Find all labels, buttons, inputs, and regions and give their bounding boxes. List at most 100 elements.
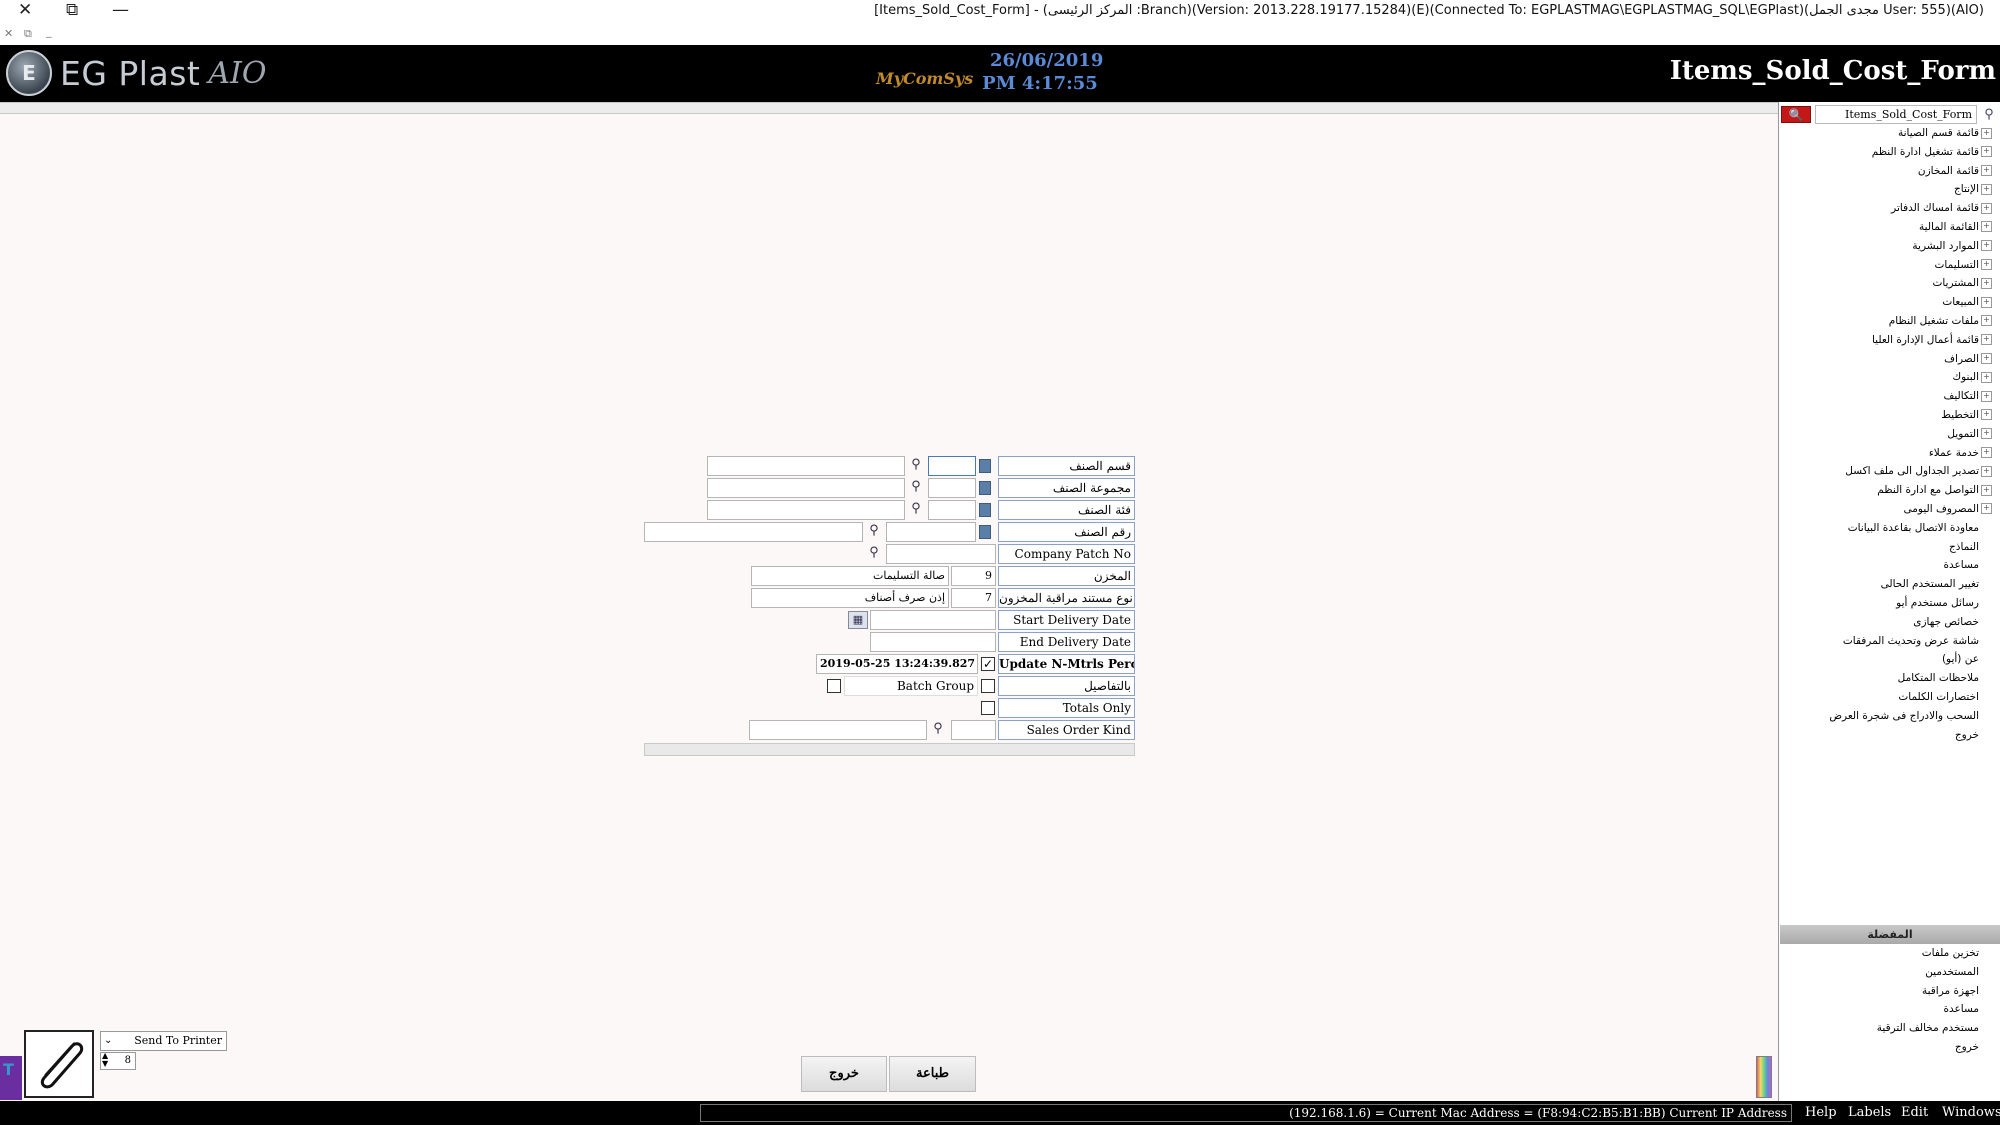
item-number-search-icon[interactable]: ⚲ xyxy=(869,523,879,538)
tree-item[interactable]: التواصل مع ادارة النظم+ xyxy=(1777,481,1992,500)
favorite-item[interactable]: خروج xyxy=(1777,1038,1992,1057)
restore-window-icon[interactable]: ⧉ xyxy=(66,0,79,20)
item-number-name-input[interactable] xyxy=(644,522,863,542)
theme-palette-icon[interactable] xyxy=(1756,1056,1772,1098)
item-section-name-input[interactable] xyxy=(707,456,905,476)
tree-item[interactable]: اختصارات الكلمات xyxy=(1777,688,1992,707)
item-category-search-icon[interactable]: ⚲ xyxy=(911,501,921,516)
mdi-minimize-icon[interactable]: _ xyxy=(46,25,52,38)
expand-icon[interactable]: + xyxy=(1981,390,1992,402)
expand-icon[interactable]: + xyxy=(1981,353,1992,365)
expand-icon[interactable]: + xyxy=(1981,334,1992,346)
company-patch-input[interactable] xyxy=(886,544,996,564)
favorite-item[interactable]: مساعدة xyxy=(1777,1000,1992,1019)
tree-item[interactable]: التكاليف+ xyxy=(1777,387,1992,406)
mdi-restore-icon[interactable]: ⧉ xyxy=(24,27,32,40)
item-category-name-input[interactable] xyxy=(707,500,905,520)
tree-item[interactable]: تغيير المستخدم الحالى xyxy=(1777,575,1992,594)
expand-icon[interactable]: + xyxy=(1981,315,1992,327)
mdi-close-icon[interactable]: ✕ xyxy=(4,27,14,40)
doc-type-name-input[interactable]: إذن صرف أصناف xyxy=(751,588,949,608)
favorite-item[interactable]: تخزين ملفات xyxy=(1777,944,1992,963)
expand-icon[interactable]: + xyxy=(1981,277,1992,289)
sales-order-kind-name-input[interactable] xyxy=(749,720,927,740)
expand-icon[interactable]: + xyxy=(1981,371,1992,383)
tree-item[interactable]: مساعدة xyxy=(1777,556,1992,575)
expand-icon[interactable]: + xyxy=(1981,296,1992,308)
expand-icon[interactable]: + xyxy=(1981,465,1992,477)
totals-only-checkbox[interactable] xyxy=(981,701,995,715)
tree-item[interactable]: التمويل+ xyxy=(1777,425,1992,444)
tree-item[interactable]: الموارد البشرية+ xyxy=(1777,237,1992,256)
tree-item[interactable]: المبيعات+ xyxy=(1777,293,1992,312)
copies-stepper[interactable]: ▲▼ 8 xyxy=(100,1052,136,1070)
batch-group-checkbox[interactable] xyxy=(827,679,841,693)
details-checkbox[interactable] xyxy=(981,679,995,693)
item-section-search-icon[interactable]: ⚲ xyxy=(911,457,921,472)
tree-item[interactable]: التخطيط+ xyxy=(1777,406,1992,425)
item-group-search-icon[interactable]: ⚲ xyxy=(911,479,921,494)
expand-icon[interactable]: + xyxy=(1981,428,1992,440)
item-group-name-input[interactable] xyxy=(707,478,905,498)
favorite-item[interactable]: مستخدم مخالف الترقية xyxy=(1777,1019,1992,1038)
tree-item[interactable]: قائمة امساك الدفاتر+ xyxy=(1777,199,1992,218)
expand-icon[interactable]: + xyxy=(1981,165,1992,177)
tree-item[interactable]: البنوك+ xyxy=(1777,368,1992,387)
tree-item[interactable]: عن (أيو) xyxy=(1777,650,1992,669)
tree-item[interactable]: الصراف+ xyxy=(1777,350,1992,369)
tree-item[interactable]: قائمة تشغيل ادارة النظم+ xyxy=(1777,143,1992,162)
expand-icon[interactable]: + xyxy=(1981,240,1992,252)
update-perct-checkbox[interactable]: ✓ xyxy=(981,657,995,671)
tree-item[interactable]: خصائص جهازى xyxy=(1777,613,1992,632)
store-code-input[interactable]: 9 xyxy=(951,566,996,586)
favorite-item[interactable]: اجهزة مراقبة xyxy=(1777,982,1992,1001)
item-number-code-input[interactable] xyxy=(886,522,976,542)
tree-item[interactable]: شاشة عرض وتحديث المرفقات xyxy=(1777,632,1992,651)
tree-item[interactable]: التسليمات+ xyxy=(1777,256,1992,275)
item-section-code-input[interactable] xyxy=(928,456,976,476)
tree-item[interactable]: تصدير الجداول الى ملف اكسل+ xyxy=(1777,462,1992,481)
sales-order-kind-search-icon[interactable]: ⚲ xyxy=(933,721,943,736)
expand-icon[interactable]: + xyxy=(1981,183,1992,195)
item-section-lookup-button[interactable] xyxy=(979,459,991,473)
tree-item[interactable]: النماذج xyxy=(1777,538,1992,557)
attachment-button[interactable] xyxy=(24,1030,94,1098)
expand-icon[interactable]: + xyxy=(1981,146,1992,158)
start-date-input[interactable] xyxy=(870,610,996,630)
tree-item[interactable]: خدمة عملاء+ xyxy=(1777,444,1992,463)
sidebar-search-input[interactable]: Items_Sold_Cost_Form xyxy=(1815,105,1977,124)
menu-help[interactable]: Help xyxy=(1805,1105,1837,1120)
stepper-arrows-icon[interactable]: ▲▼ xyxy=(102,1051,109,1068)
item-number-lookup-button[interactable] xyxy=(979,525,991,539)
tree-item[interactable]: المصروف اليومى+ xyxy=(1777,500,1992,519)
store-name-input[interactable]: صالة التسليمات xyxy=(751,566,949,586)
tree-item[interactable]: قائمة قسم الصيانة+ xyxy=(1777,124,1992,143)
expand-icon[interactable]: + xyxy=(1981,259,1992,271)
tree-item[interactable]: الإنتاج+ xyxy=(1777,180,1992,199)
favorite-item[interactable]: المستخدمين xyxy=(1777,963,1992,982)
tree-item[interactable]: قائمة المخازن+ xyxy=(1777,162,1992,181)
expand-icon[interactable]: + xyxy=(1981,127,1992,139)
menu-windows[interactable]: Windows xyxy=(1942,1105,2000,1120)
expand-icon[interactable]: + xyxy=(1981,221,1992,233)
exit-button[interactable]: خروج xyxy=(801,1056,887,1092)
doc-type-code-input[interactable]: 7 xyxy=(951,588,996,608)
item-group-code-input[interactable] xyxy=(928,478,976,498)
search-icon[interactable]: ⚲ xyxy=(1984,107,1994,122)
item-group-lookup-button[interactable] xyxy=(979,481,991,495)
expand-icon[interactable]: + xyxy=(1981,202,1992,214)
printer-select[interactable]: ⌄ Send To Printer xyxy=(100,1031,227,1051)
tree-item[interactable]: معاودة الاتصال بقاعدة البيانات xyxy=(1777,519,1992,538)
tree-item[interactable]: قائمة أعمال الإدارة العليا+ xyxy=(1777,331,1992,350)
company-patch-search-icon[interactable]: ⚲ xyxy=(869,545,879,560)
tree-item[interactable]: ملاحظات المتكامل xyxy=(1777,669,1992,688)
sales-order-kind-code-input[interactable] xyxy=(951,720,996,740)
end-date-input[interactable] xyxy=(870,632,996,652)
item-category-lookup-button[interactable] xyxy=(979,503,991,517)
menu-labels[interactable]: Labels xyxy=(1848,1105,1892,1120)
tree-item[interactable]: خروج xyxy=(1777,726,1992,745)
side-tab[interactable] xyxy=(0,1056,22,1100)
tree-item[interactable]: السحب والادراج فى شجرة العرض xyxy=(1777,707,1992,726)
expand-icon[interactable]: + xyxy=(1981,503,1992,515)
sidebar-search-button[interactable]: 🔍 xyxy=(1781,106,1811,123)
